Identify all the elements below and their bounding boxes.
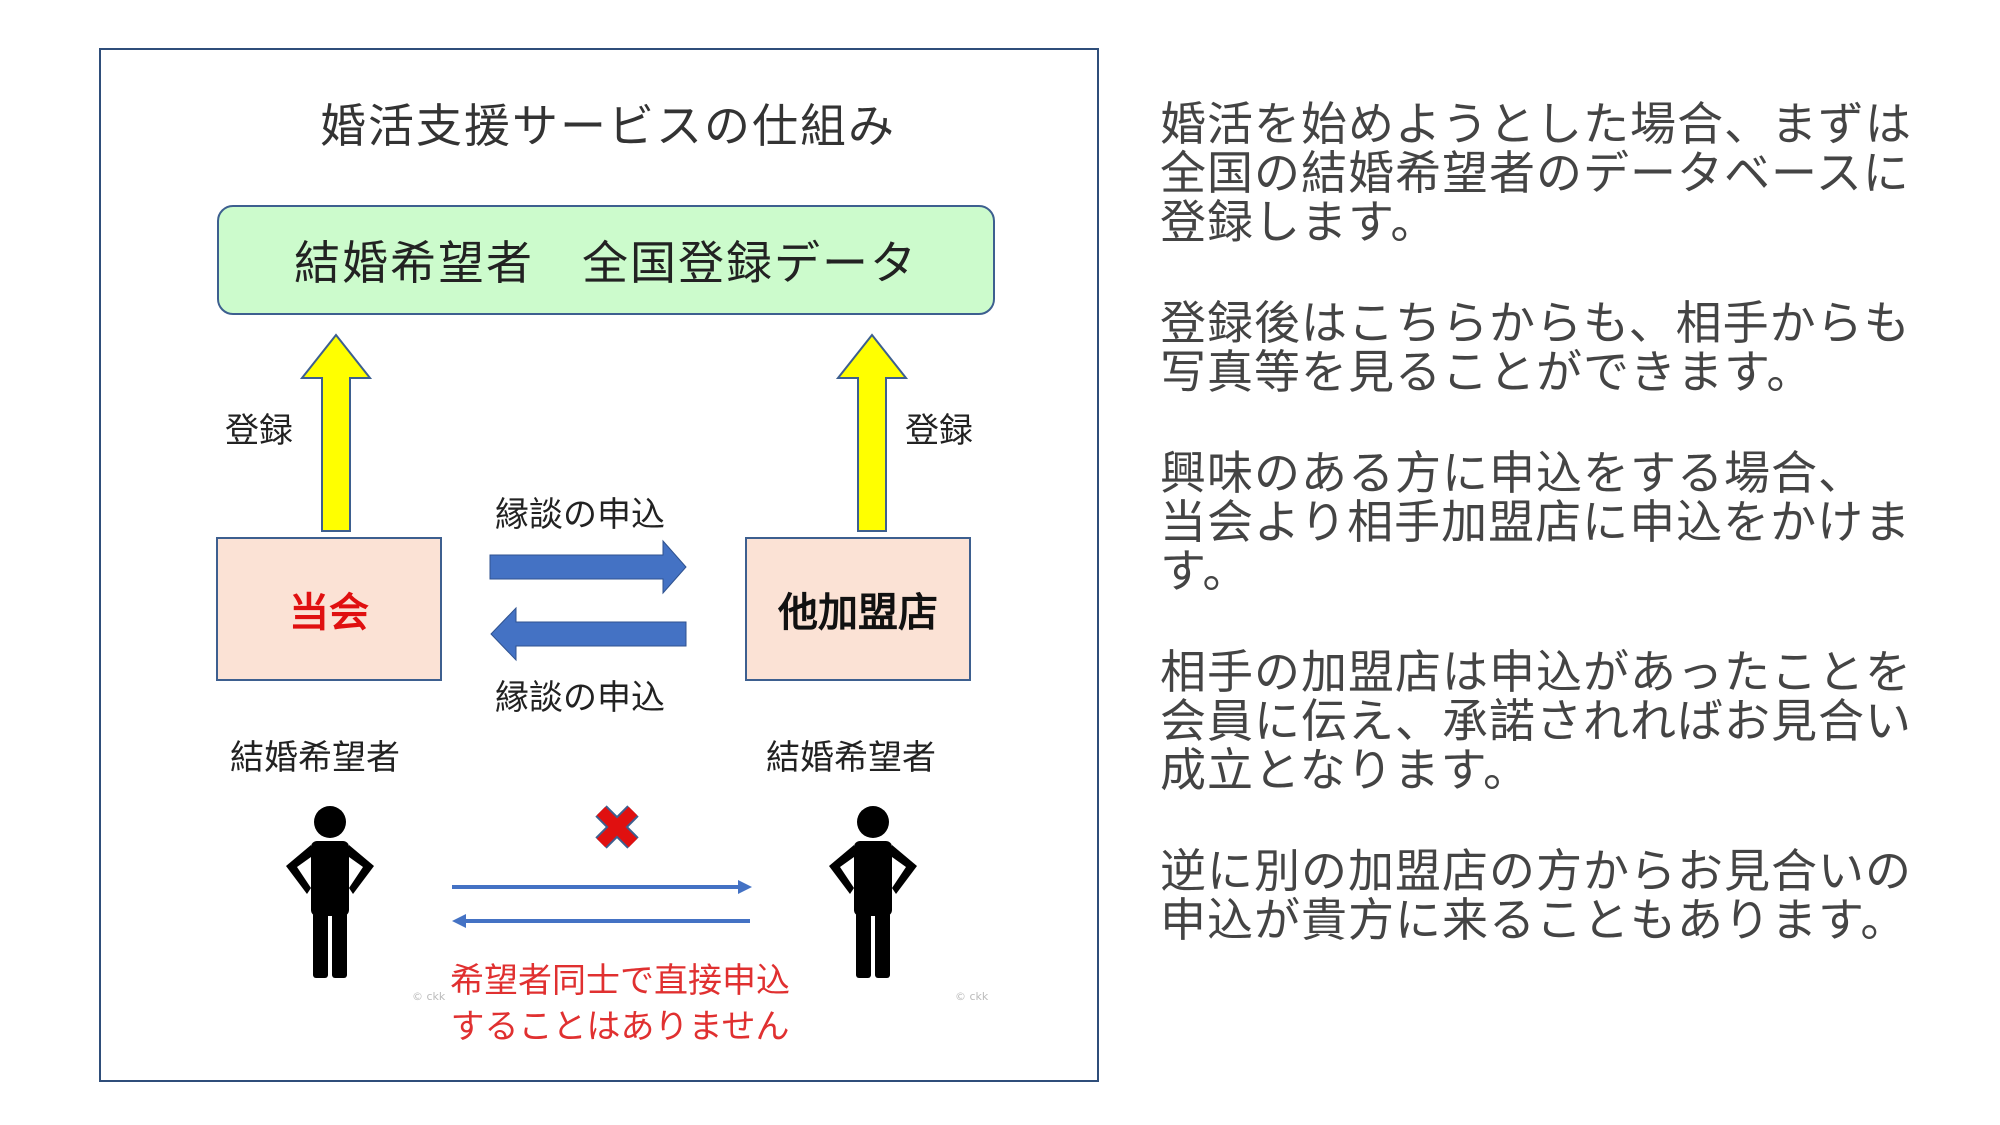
register-label-left: 登録 xyxy=(225,411,293,451)
database-label: 結婚希望者 全国登録データ xyxy=(294,236,918,290)
explanation-paragraph: 逆に別の加盟店の方からお見合いの 申込が貴方に来ることもあります。 xyxy=(1160,844,1912,947)
direct-proposal-note: 希望者同士で直接申込 することはありません xyxy=(450,958,790,1050)
note-line-1: 希望者同士で直接申込 xyxy=(450,961,790,1001)
explanation-paragraph: 興味のある方に申込をする場合、 当会より相手加盟店に申込をかけま す。 xyxy=(1160,446,1912,598)
up-arrow-right xyxy=(835,333,909,532)
person-right-icon xyxy=(829,806,917,978)
node-other-partner: 他加盟店 xyxy=(745,537,971,681)
copyright-mark-right: © ckk xyxy=(955,990,989,1003)
node-other-label: 他加盟店 xyxy=(778,590,938,636)
explanation-paragraph: 登録後はこちらからも、相手からも 写真等を見ることができます。 xyxy=(1160,296,1911,399)
proposal-label-bottom: 縁談の申込 xyxy=(495,678,665,718)
copyright-mark-left: © ckk xyxy=(412,990,446,1003)
explanation-text: 婚活を始めようとした場合、まずは 全国の結婚希望者のデータベースに 登録します。… xyxy=(1160,100,1940,997)
proposal-label-top: 縁談の申込 xyxy=(495,495,665,535)
person-left-icon xyxy=(286,806,374,978)
explanation-paragraph: 相手の加盟店は申込があったことを 会員に伝え、承諾されればお見合い 成立となりま… xyxy=(1160,645,1912,797)
register-label-right: 登録 xyxy=(905,411,973,451)
node-self-label: 当会 xyxy=(289,590,369,636)
person-left-label: 結婚希望者 xyxy=(230,738,400,778)
node-self: 当会 xyxy=(216,537,442,681)
right-arrow xyxy=(489,539,687,595)
person-right-label: 結婚希望者 xyxy=(766,738,936,778)
cross-icon xyxy=(595,805,639,849)
explanation-paragraph: 婚活を始めようとした場合、まずは 全国の結婚希望者のデータベースに 登録します。 xyxy=(1160,97,1912,249)
up-arrow-left xyxy=(299,333,373,532)
note-line-2: することはありません xyxy=(450,1007,790,1047)
direct-arrow-right xyxy=(452,880,752,894)
database-box: 結婚希望者 全国登録データ xyxy=(217,205,995,315)
diagram-title: 婚活支援サービスの仕組み xyxy=(320,99,896,153)
direct-arrow-left xyxy=(452,914,750,928)
left-arrow xyxy=(490,606,687,662)
